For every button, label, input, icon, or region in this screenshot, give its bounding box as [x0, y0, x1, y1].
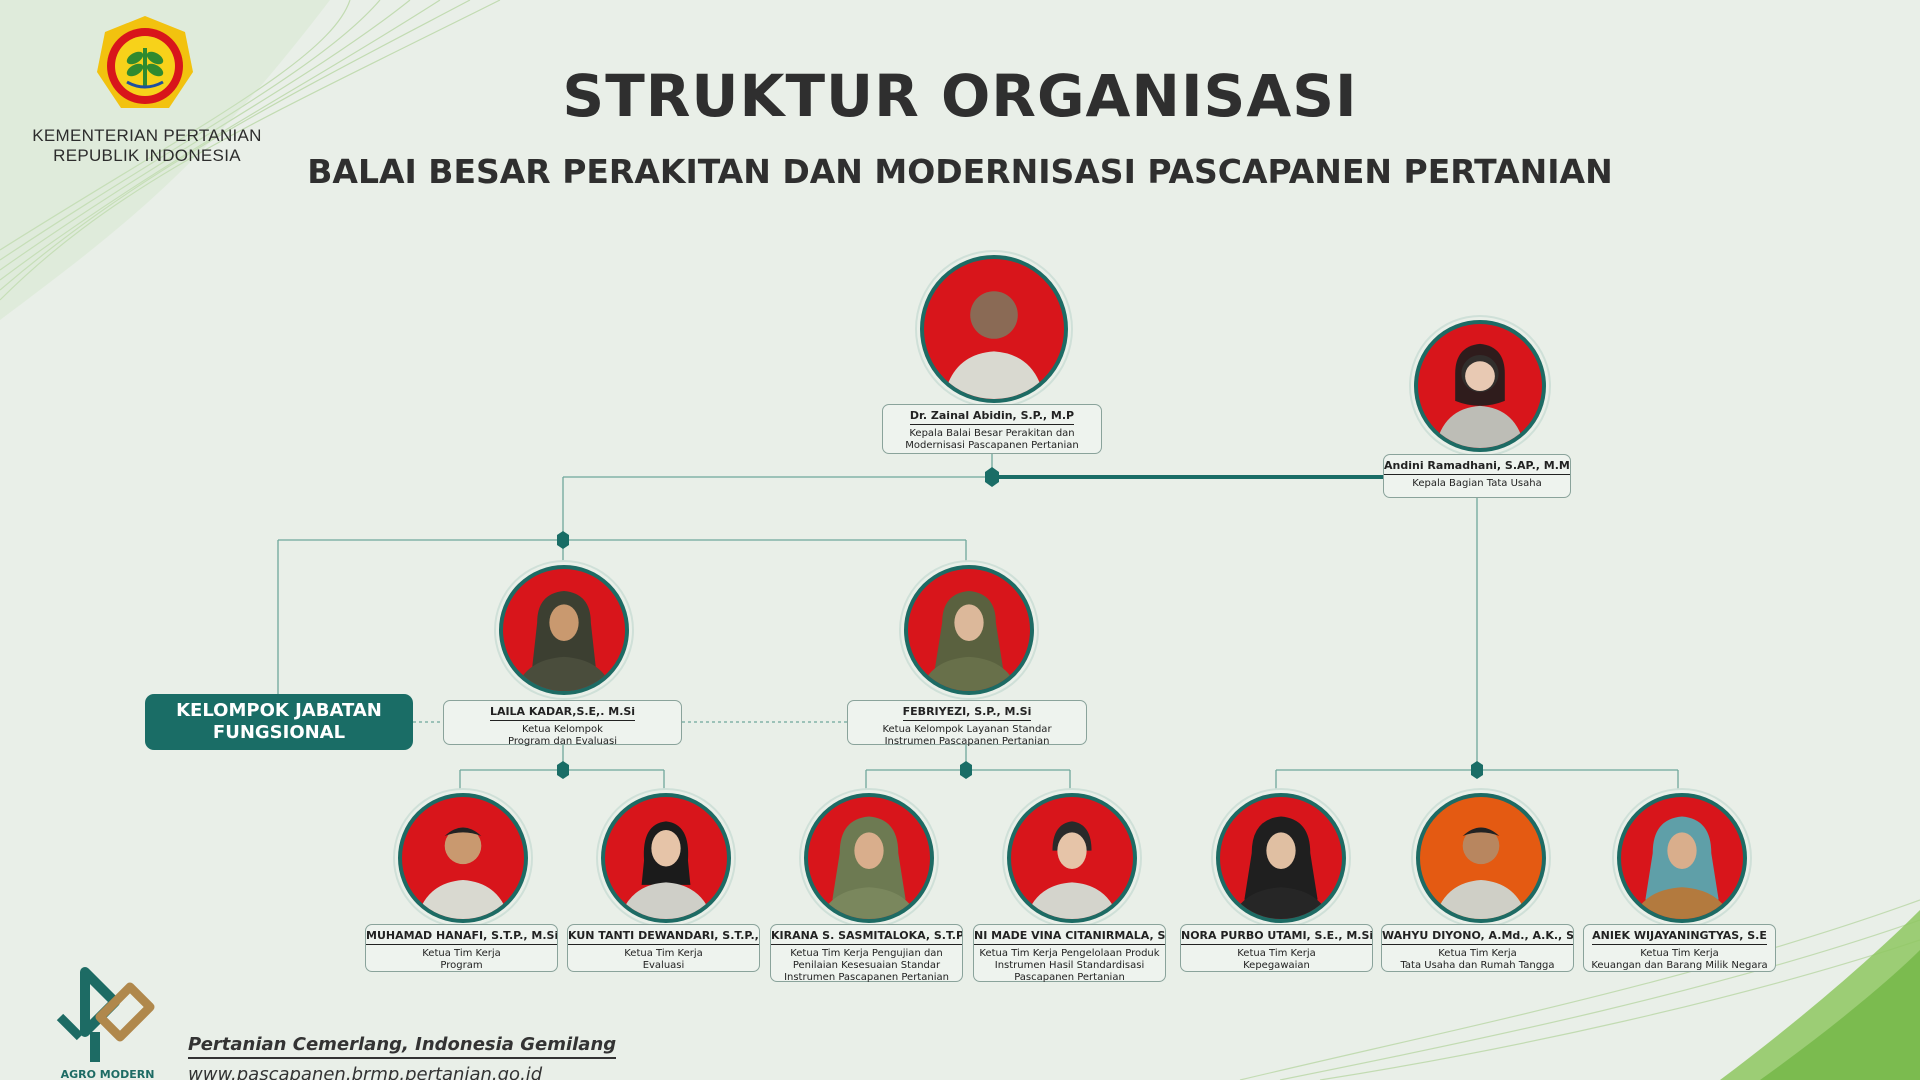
person-name: NI MADE VINA CITANIRMALA, S.T.P., M.P — [974, 929, 1165, 945]
junction-node — [985, 467, 999, 487]
photo-nora — [1216, 793, 1346, 923]
card-admin: Andini Ramadhani, S.AP., M.M. Kepala Bag… — [1383, 454, 1571, 498]
org-name-line1: KEMENTERIAN PERTANIAN — [32, 126, 262, 145]
junction-node — [1471, 761, 1483, 779]
person-name: Dr. Zainal Abidin, S.P., M.P — [909, 409, 1075, 425]
person-role: Ketua Tim Kerja Pengujian dan Penilaian … — [784, 948, 949, 983]
photo-febri — [904, 565, 1034, 695]
photo-laila — [499, 565, 629, 695]
functional-group-label: KELOMPOK JABATAN FUNGSIONAL — [176, 700, 382, 743]
photo-kirana — [804, 793, 934, 923]
card-febri: FEBRIYEZI, S.P., M.Si Ketua Kelompok Lay… — [847, 700, 1087, 747]
person-role: Ketua Tim Kerja Tata Usaha dan Rumah Tan… — [1400, 948, 1555, 971]
card-nora: NORA PURBO UTAMI, S.E., M.Si Ketua Tim K… — [1180, 924, 1373, 972]
person-name: MUHAMAD HANAFI, S.T.P., M.Si — [366, 929, 557, 945]
agro-modern-logo — [56, 967, 155, 1062]
junction-node — [960, 761, 972, 779]
card-kirana: KIRANA S. SASMITALOKA, S.T.P., M.Si Ketu… — [770, 924, 963, 983]
person-name: WAHYU DIYONO, A.Md., A.K., S.Si — [1382, 929, 1573, 945]
person-role: Ketua Tim Kerja Kepegawaian — [1237, 948, 1316, 971]
junction-node — [557, 761, 569, 779]
website-url: www.pascapanen.brmp.pertanian.go.id — [188, 1064, 543, 1080]
person-role: Ketua Tim Kerja Program — [422, 948, 501, 971]
photo-nimade — [1007, 793, 1137, 923]
card-wahyu: WAHYU DIYONO, A.Md., A.K., S.Si Ketua Ti… — [1381, 924, 1574, 972]
person-name: NORA PURBO UTAMI, S.E., M.Si — [1181, 929, 1372, 945]
org-name-line2: REPUBLIK INDONESIA — [53, 146, 241, 165]
card-kun: KUN TANTI DEWANDARI, S.T.P., M.Si Ketua … — [567, 924, 760, 972]
photo-admin — [1414, 320, 1546, 452]
photo-aniek — [1617, 793, 1747, 923]
page-subtitle: BALAI BESAR PERAKITAN DAN MODERNISASI PA… — [307, 152, 1613, 191]
person-name: ANIEK WIJAYANINGTYAS, S.E — [1592, 929, 1767, 945]
person-role: Kepala Bagian Tata Usaha — [1412, 478, 1542, 489]
person-role: Ketua Tim Kerja Evaluasi — [624, 948, 703, 971]
person-name: KUN TANTI DEWANDARI, S.T.P., M.Si — [568, 929, 759, 945]
photo-kun — [601, 793, 731, 923]
person-role: Ketua Tim Kerja Keuangan dan Barang Mili… — [1591, 948, 1768, 971]
person-name: FEBRIYEZI, S.P., M.Si — [902, 705, 1032, 721]
person-role: Ketua Kelompok Layanan Standar Instrumen… — [882, 724, 1052, 747]
person-role: Kepala Balai Besar Perakitan dan Moderni… — [905, 428, 1079, 451]
card-aniek: ANIEK WIJAYANINGTYAS, S.E Ketua Tim Kerj… — [1583, 924, 1776, 972]
photo-head — [920, 255, 1068, 403]
functional-group-box: KELOMPOK JABATAN FUNGSIONAL — [145, 694, 413, 750]
photo-hanafi — [398, 793, 528, 923]
page-title: STRUKTUR ORGANISASI — [562, 62, 1358, 130]
card-hanafi: MUHAMAD HANAFI, S.T.P., M.Si Ketua Tim K… — [365, 924, 558, 972]
ministry-logo — [97, 16, 193, 108]
photo-wahyu — [1416, 793, 1546, 923]
agro-modern-text: AGRO MODERN — [60, 1068, 155, 1080]
junction-node — [557, 531, 569, 549]
slogan: Pertanian Cemerlang, Indonesia Gemilang — [188, 1034, 617, 1059]
card-head: Dr. Zainal Abidin, S.P., M.P Kepala Bala… — [882, 404, 1102, 454]
person-role: Ketua Tim Kerja Pengelolaan Produk Instr… — [979, 948, 1160, 983]
person-name: Andini Ramadhani, S.AP., M.M. — [1384, 459, 1570, 475]
card-nimade: NI MADE VINA CITANIRMALA, S.T.P., M.P Ke… — [973, 924, 1166, 983]
person-name: KIRANA S. SASMITALOKA, S.T.P., M.Si — [771, 929, 962, 945]
person-role: Ketua Kelompok Program dan Evaluasi — [508, 724, 617, 747]
card-laila: LAILA KADAR,S.E,. M.Si Ketua Kelompok Pr… — [443, 700, 682, 747]
person-name: LAILA KADAR,S.E,. M.Si — [489, 705, 636, 721]
